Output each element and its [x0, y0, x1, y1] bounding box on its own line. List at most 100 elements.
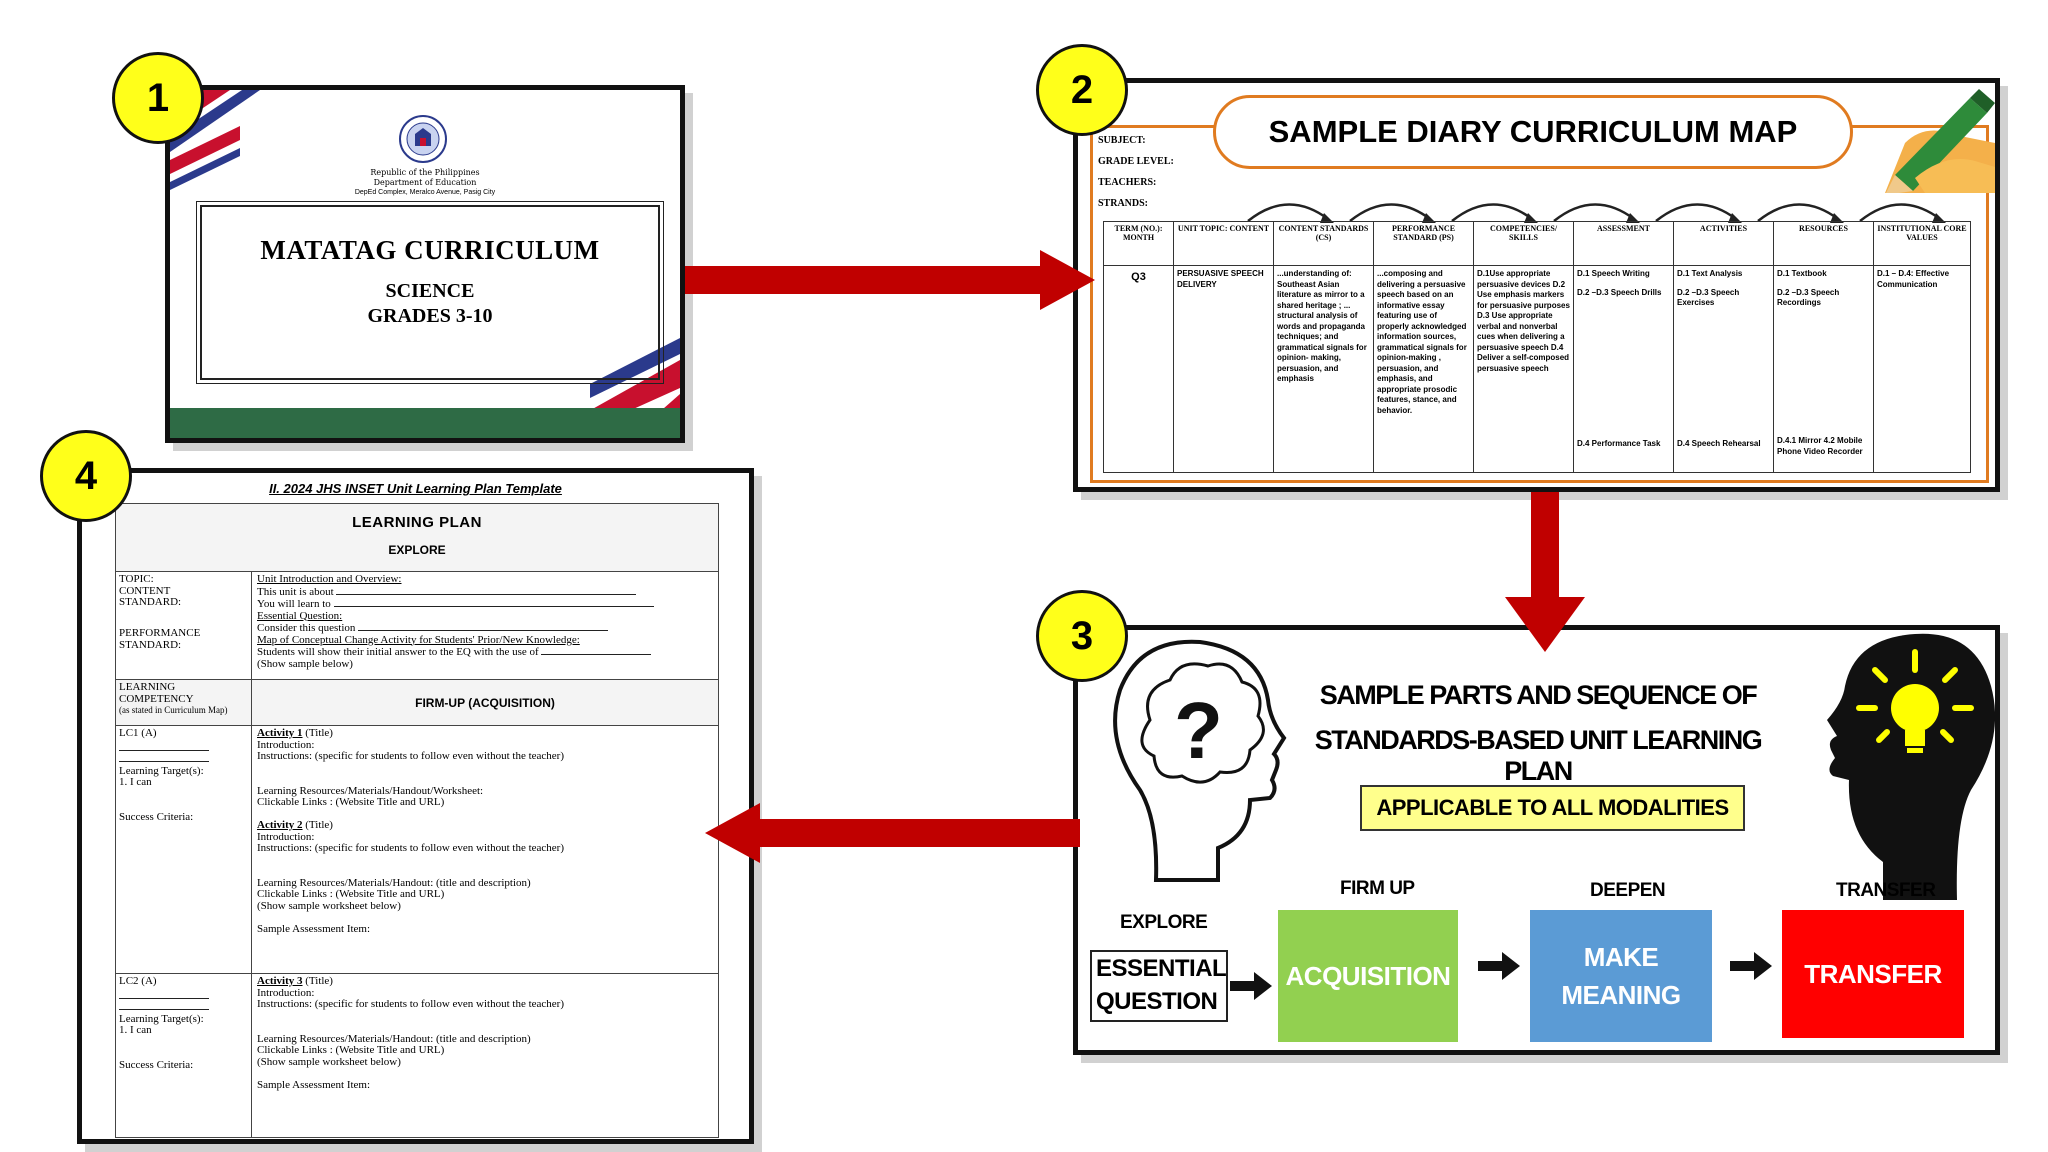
learning-plan-header: LEARNING PLAN EXPLORE — [115, 503, 719, 571]
curriculum-subject: SCIENCE — [385, 280, 475, 302]
template-title: II. 2024 JHS INSET Unit Learning Plan Te… — [269, 481, 562, 496]
activity-2-instructions: Instructions: (specific for students to … — [257, 842, 564, 854]
activity-2-assessment: Sample Assessment Item: — [257, 922, 371, 935]
activity-3-instructions: Instructions: (specific for students to … — [257, 998, 564, 1010]
lc1-i-can: 1. I can — [119, 776, 152, 788]
learning-competency-header: LEARNING COMPETENCY (as stated in Curric… — [116, 680, 252, 725]
curriculum-map-title: SAMPLE DIARY CURRICULUM MAP — [1213, 95, 1853, 169]
arrow-meaning-to-transfer — [1730, 952, 1772, 980]
topic-label: TOPIC: — [119, 573, 154, 585]
arrow-panel2-to-panel3 — [1505, 492, 1585, 652]
activity-2-show-worksheet: (Show sample worksheet below) — [257, 899, 401, 912]
firm-up-label: FIRM-UP (ACQUISITION) — [415, 695, 555, 710]
col-unit-topic: UNIT TOPIC: CONTENT — [1173, 221, 1274, 266]
col-performance-standard: PERFORMANCE STANDARD (PS) — [1373, 221, 1474, 266]
lc2-learning-target: Learning Target(s): — [119, 1012, 204, 1025]
lc2-row: LC2 (A) Learning Target(s): 1. I can Suc… — [115, 973, 719, 1138]
deped-seal-icon — [399, 115, 447, 163]
col-core-values: INSTITUTIONAL CORE VALUES — [1873, 221, 1971, 266]
content-standard-label: STANDARD: — [119, 596, 182, 608]
activity-3-title-tag: (Title) — [305, 975, 333, 987]
activity-1-resources: Learning Resources/Materials/Handout/Wor… — [257, 784, 484, 797]
meta-grade-level: GRADE LEVEL: — [1098, 156, 1174, 167]
meta-teachers: TEACHERS: — [1098, 177, 1157, 188]
col-content-standards: CONTENT STANDARDS (CS) — [1273, 221, 1374, 266]
essential-question-box: ESSENTIAL QUESTION — [1090, 950, 1228, 1022]
pencil-hand-icon — [1885, 89, 1995, 193]
activity-2-title: Activity 2 — [257, 819, 303, 831]
strand-loop-arrows — [1247, 203, 1946, 223]
thinking-head-icon: ? — [1113, 639, 1287, 882]
curriculum-title: MATATAG CURRICULUM — [260, 235, 600, 265]
col-term: TERM (NO.): MONTH — [1103, 221, 1174, 266]
show-sample: (Show sample below) — [257, 657, 353, 670]
lc1-row: LC1 (A) Learning Target(s): 1. I can Suc… — [115, 725, 719, 973]
panel-matatag-curriculum: Republic of the Philippines Department o… — [165, 85, 685, 443]
modalities-banner: APPLICABLE TO ALL MODALITIES — [1360, 785, 1745, 831]
firm-up-header: FIRM-UP (ACQUISITION) — [252, 680, 718, 725]
lc1-activities: Activity 1 (Title) Introduction: Instruc… — [252, 726, 718, 973]
competency-header-row: LEARNING COMPETENCY (as stated in Curric… — [115, 679, 719, 725]
unit-about: This unit is about — [257, 585, 334, 598]
explore-row: TOPIC: CONTENT STANDARD: PERFORMANCE STA… — [115, 571, 719, 679]
question-mark-icon: ? — [1174, 686, 1223, 775]
footer-green-bar — [170, 408, 680, 438]
arrow-panel3-to-panel4 — [705, 803, 1080, 863]
lc1-labels: LC1 (A) Learning Target(s): 1. I can Suc… — [116, 726, 252, 973]
activity-1-links: Clickable Links : (Website Title and URL… — [257, 796, 445, 808]
col-resources: RESOURCES — [1773, 221, 1874, 266]
label-transfer: TRANSFER — [1836, 880, 1936, 901]
make-meaning-line1: MAKE — [1583, 942, 1659, 972]
org-address: DepEd Complex, Meralco Avenue, Pasig Cit… — [354, 189, 496, 196]
lc1-learning-target: Learning Target(s): — [119, 764, 204, 777]
lc-header-2: COMPETENCY — [119, 692, 194, 705]
conceptual-change-map: Map of Conceptual Change Activity for St… — [257, 633, 580, 646]
arrow-panel1-to-panel2 — [685, 250, 1095, 310]
learning-plan-grid: LEARNING PLAN EXPLORE TOPIC: CONTENT STA… — [115, 503, 719, 1138]
arrow-eq-to-acquisition — [1230, 972, 1272, 1000]
lc-header-1: LEARNING — [119, 681, 176, 693]
activity-3-assessment: Sample Assessment Item: — [257, 1078, 371, 1091]
table-row: Q3 PERSUASIVE SPEECH DELIVERY ...underst… — [1103, 265, 1971, 473]
org-department: Department of Education — [373, 178, 477, 187]
col-competencies: COMPETENCIES/ SKILLS — [1473, 221, 1574, 266]
activities-d2: D.2 –D.3 Speech Exercises — [1677, 287, 1740, 308]
activities-d1: D.1 Text Analysis — [1677, 269, 1743, 278]
curriculum-grades: GRADES 3-10 — [367, 305, 493, 327]
transfer-box: TRANSFER — [1782, 910, 1964, 1038]
curriculum-map-table: TERM (NO.): MONTH UNIT TOPIC: CONTENT CO… — [1103, 221, 1971, 473]
activity-1-intro: Introduction: — [257, 738, 315, 751]
lc-header-3: (as stated in Curriculum Map) — [119, 705, 228, 715]
step-badge-3: 3 — [1036, 590, 1128, 682]
activity-2-title-tag: (Title) — [305, 819, 333, 831]
cell-core-values: D.1 – D.4: Effective Communication — [1873, 265, 1971, 473]
cell-content-standards: ...understanding of: Southeast Asian lit… — [1273, 265, 1374, 473]
col-assessment: ASSESSMENT — [1573, 221, 1674, 266]
lc1-success-criteria: Success Criteria: — [119, 810, 194, 823]
step-badge-4: 4 — [40, 430, 132, 522]
content-label: CONTENT — [119, 584, 171, 597]
topic-labels: TOPIC: CONTENT STANDARD: PERFORMANCE STA… — [116, 572, 252, 679]
eq-line1: ESSENTIAL — [1096, 955, 1227, 982]
activity-3-title: Activity 3 — [257, 975, 303, 987]
table-header-row: TERM (NO.): MONTH UNIT TOPIC: CONTENT CO… — [1103, 221, 1971, 266]
activity-2-resources: Learning Resources/Materials/Handout: (t… — [257, 876, 531, 889]
make-meaning-box: MAKE MEANING — [1530, 910, 1712, 1042]
org-republic: Republic of the Philippines — [370, 168, 480, 177]
activity-2-links: Clickable Links : (Website Title and URL… — [257, 888, 445, 900]
arrow-acquisition-to-meaning — [1478, 952, 1520, 980]
meta-subject: SUBJECT: — [1098, 135, 1146, 146]
make-meaning-line2: MEANING — [1561, 980, 1681, 1010]
activity-3-intro: Introduction: — [257, 986, 315, 999]
label-deepen: DEEPEN — [1590, 880, 1666, 901]
idea-head-icon — [1827, 633, 1995, 900]
performance-label: PERFORMANCE — [119, 627, 201, 639]
lc1-label: LC1 (A) — [119, 727, 157, 739]
sequence-heading-line1: SAMPLE PARTS AND SEQUENCE OF — [1319, 680, 1758, 710]
cell-topic: PERSUASIVE SPEECH DELIVERY — [1173, 265, 1274, 473]
curriculum-title-box: MATATAG CURRICULUM SCIENCE GRADES 3-10 — [196, 201, 664, 384]
performance-standard-label: STANDARD: — [119, 638, 182, 651]
sequence-heading-line2: STANDARDS-BASED UNIT LEARNING PLAN — [1314, 725, 1763, 786]
resources-d2: D.2 –D.3 Speech Recordings — [1777, 287, 1840, 308]
